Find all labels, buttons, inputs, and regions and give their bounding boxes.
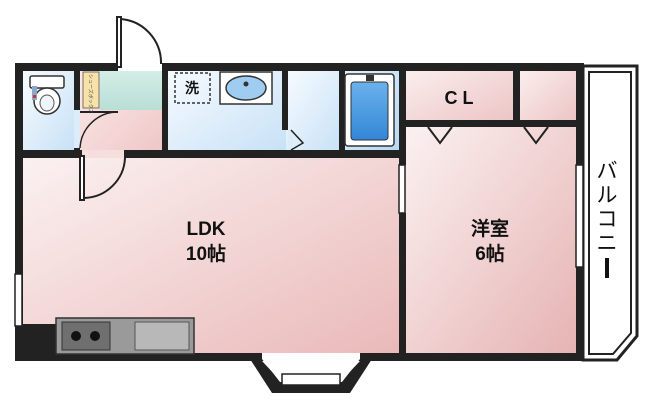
entry-door-opening xyxy=(118,63,162,71)
shoebox-label: シューズボックス xyxy=(87,74,94,114)
closet-side-floor xyxy=(520,70,576,122)
washer-space: 洗 xyxy=(174,72,211,104)
western-size: 6帖 xyxy=(475,242,505,265)
toilet-doorway xyxy=(74,110,80,148)
balcony-rail xyxy=(588,71,632,355)
ldk-doorway xyxy=(82,150,124,158)
wash-basin xyxy=(219,71,273,105)
ldk-side-window xyxy=(14,273,23,327)
ldk-door xyxy=(79,155,126,201)
balcony-label-dash xyxy=(605,258,609,278)
toilet-door xyxy=(79,111,119,149)
western-name: 洋室 xyxy=(471,217,509,240)
balcony-label-3: コ xyxy=(597,207,618,231)
balcony-label-2: ル xyxy=(597,183,618,207)
kitchen-counter xyxy=(22,317,195,355)
balcony-label-4: ニ xyxy=(597,231,618,255)
bath-door xyxy=(290,129,305,151)
ldk-name: LDK xyxy=(186,219,225,240)
balcony-window xyxy=(575,164,584,268)
bay-window-opening xyxy=(262,353,360,361)
closet-doors xyxy=(427,126,549,145)
balcony-label: バ xyxy=(597,159,618,183)
shoebox xyxy=(100,70,166,110)
ldk-size: 10帖 xyxy=(186,242,226,265)
bathtub xyxy=(344,73,395,147)
bath-doorway xyxy=(288,130,293,150)
closet-name: C L xyxy=(445,88,474,108)
toilet-fixture xyxy=(29,75,65,115)
entry-door xyxy=(116,16,163,68)
western-room-floor xyxy=(405,126,576,354)
washer-label: 洗 xyxy=(185,80,199,96)
western-sliding-door xyxy=(398,164,406,214)
bay-window xyxy=(250,359,372,393)
closet-floor xyxy=(405,70,513,122)
hall-floor xyxy=(286,70,341,152)
shoebox-label-box xyxy=(82,71,100,109)
